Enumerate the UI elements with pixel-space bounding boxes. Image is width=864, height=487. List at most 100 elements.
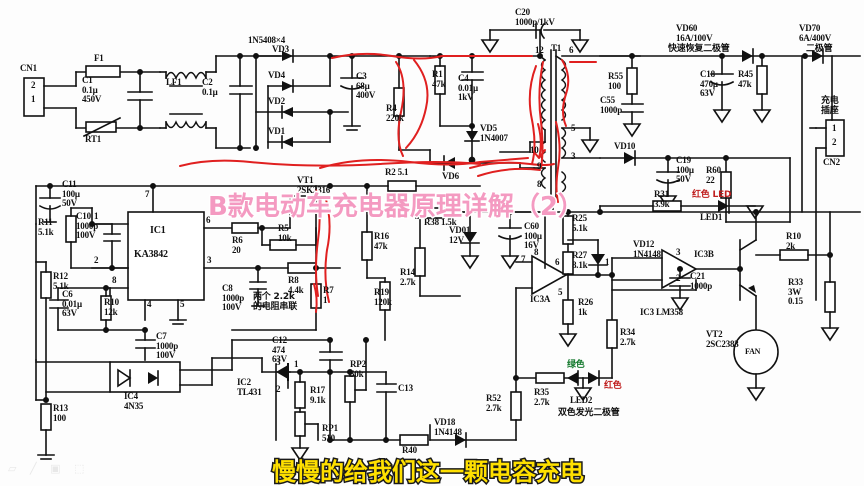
label-led2: LED2 xyxy=(570,395,593,405)
label-c12: C12 474 63V xyxy=(272,335,287,364)
label-r8: R8 4.4k xyxy=(288,275,304,295)
label-r8-note: 两个 2.2k 的电阻串联 xyxy=(253,292,298,312)
label-r25: R25 5.1k xyxy=(572,213,588,233)
label-ic1-pin1: 1 xyxy=(94,211,99,221)
label-bridge-part: 1N5408×4 xyxy=(248,35,286,45)
label-r26: R26 1k xyxy=(578,297,593,317)
label-vd12: VD12 1N4148 xyxy=(633,239,661,259)
video-title-overlay: B款电动车充电器原理详解（2） xyxy=(207,186,586,224)
label-ic3a-pin8: 8 xyxy=(534,247,539,257)
label-c4: C4 0.01μ 1kV xyxy=(458,73,478,102)
label-vd60-cn: 快速恢复二极管 xyxy=(668,44,730,54)
label-c8: C8 1000p 100V xyxy=(222,283,245,312)
label-ic3b-pin2: 2 xyxy=(676,273,681,283)
label-r40: R40 xyxy=(402,445,417,455)
video-subtitle-overlay: 慢慢的给我们这一颗电容充电 xyxy=(271,452,586,487)
label-vt2: VT2 2SC2383 xyxy=(706,329,739,349)
label-c7: C7 1000p 100V xyxy=(156,331,179,360)
label-c19: C19 100μ 50V xyxy=(676,155,694,184)
label-cn1-pin1: 1 xyxy=(31,94,36,104)
label-r13: R13 100 xyxy=(53,403,68,423)
label-r35: R35 2.7k xyxy=(534,387,550,407)
label-rt1: RT1 xyxy=(85,134,102,144)
label-r7: R7 1 xyxy=(323,285,334,305)
label-ic1-pin2: 2 xyxy=(94,255,99,265)
label-c1: C1 0.1μ 450V xyxy=(82,75,102,104)
label-ic1-pin3: 3 xyxy=(207,255,212,265)
label-ic2-pin1: 1 xyxy=(294,359,299,369)
label-led2-cn: 双色发光二极管 xyxy=(558,408,620,418)
label-r34: R34 2.7k xyxy=(620,327,636,347)
label-vd3: VD3 xyxy=(272,44,289,54)
watermark-toolbar: ▱ ╱ ▣ ⬚ xyxy=(8,462,90,475)
label-t1-pin8: 8 xyxy=(537,179,542,189)
label-r16: R16 47k xyxy=(374,231,389,251)
label-r17: R17 9.1k xyxy=(310,385,326,405)
label-vd01: VD01 12V xyxy=(449,225,471,245)
label-t1: T1 xyxy=(551,43,562,53)
label-r10b: R10 12k xyxy=(104,297,119,317)
label-ic1-pin4: 4 xyxy=(147,299,152,309)
label-c11: C11 100μ 50V xyxy=(62,179,80,208)
label-r2: R2 5.1 xyxy=(385,167,409,177)
label-fan: FAN xyxy=(745,347,761,356)
label-c6: C6 0.01μ 63V xyxy=(62,289,82,318)
label-vd5: VD5 1N4007 xyxy=(480,123,508,143)
label-r38: R38 1.5k xyxy=(424,217,457,227)
label-ic3a-pin7: 7 xyxy=(521,254,526,264)
label-r60: R60 22 xyxy=(706,165,721,185)
label-ic3b-pin3: 3 xyxy=(676,247,681,257)
label-f1: F1 xyxy=(94,53,104,63)
label-vd6: VD6 xyxy=(442,171,459,181)
label-c60: C60 100μ 16V xyxy=(524,221,542,250)
label-charging-socket: 充电 插座 xyxy=(821,96,839,116)
label-ic1-pin5: 5 xyxy=(180,299,185,309)
label-r11: R11 5.1k xyxy=(38,217,54,237)
label-vd70-cn: 二极管 xyxy=(806,44,833,54)
label-r4: R4 220k xyxy=(386,103,404,123)
label-led2-red: 红色 xyxy=(604,381,622,391)
label-ic2: IC2 TL431 xyxy=(237,377,262,397)
label-ic1: IC1 xyxy=(150,225,166,236)
label-vd60: VD60 16A/100V xyxy=(676,23,713,43)
label-r14: R14 2.7k xyxy=(400,267,416,287)
label-lf1: LF1 xyxy=(166,77,182,87)
label-vd70: VD70 6A/400V xyxy=(799,23,832,43)
label-ic1-part: KA3842 xyxy=(134,249,168,260)
label-vd2: VD2 xyxy=(268,96,285,106)
label-r10a: R10 2k xyxy=(786,231,801,251)
label-vd4: VD4 xyxy=(268,70,285,80)
label-c21: C21 1000p xyxy=(690,271,713,291)
label-r27: R27 8.1k xyxy=(572,250,588,270)
label-led1-cn: 红色 LED xyxy=(692,190,732,200)
label-cn2-pin2: 2 xyxy=(832,137,837,147)
label-t1-pin6: 6 xyxy=(569,45,574,55)
label-r12: R12 5.1k xyxy=(53,271,69,291)
label-r55: R55 100 xyxy=(608,71,623,91)
label-t1-pin12: 12 xyxy=(535,45,544,55)
label-ic2-pin3: 3 xyxy=(276,357,281,367)
label-ic1-pin7: 7 xyxy=(145,189,150,199)
label-ic1-pin6: 6 xyxy=(206,215,211,225)
label-ic3a-pin5: 5 xyxy=(558,287,563,297)
video-subtitle-text: 慢慢的给我们这一颗电容充电 xyxy=(271,457,586,487)
label-c3: C3 68μ 400V xyxy=(356,71,376,100)
label-r6: R6 20 xyxy=(232,235,243,255)
label-vd10: VD10 xyxy=(614,141,636,151)
label-led2-green: 绿色 xyxy=(567,360,585,370)
label-ic3a-pin6: 6 xyxy=(555,257,560,267)
label-rp1: RP1 510 xyxy=(322,423,338,443)
label-t1-pin9: 9 xyxy=(537,161,542,171)
label-ic3a: IC3A xyxy=(530,294,551,304)
label-c20: C20 1000p/1kV xyxy=(515,7,555,27)
label-c18: C18 470μ 63V xyxy=(700,69,718,98)
label-r33: R33 3W 0.15 xyxy=(788,277,803,306)
label-r5: R5 10k xyxy=(278,223,292,243)
label-t1-pin3: 3 xyxy=(571,151,576,161)
video-title-text: B款电动车充电器原理详解（2） xyxy=(207,191,586,224)
label-r1: R1 47k xyxy=(432,69,446,89)
label-c10: C10 1000p 100V xyxy=(76,211,99,240)
label-r19: R19 120k xyxy=(374,287,392,307)
label-cn1: CN1 xyxy=(20,63,37,73)
